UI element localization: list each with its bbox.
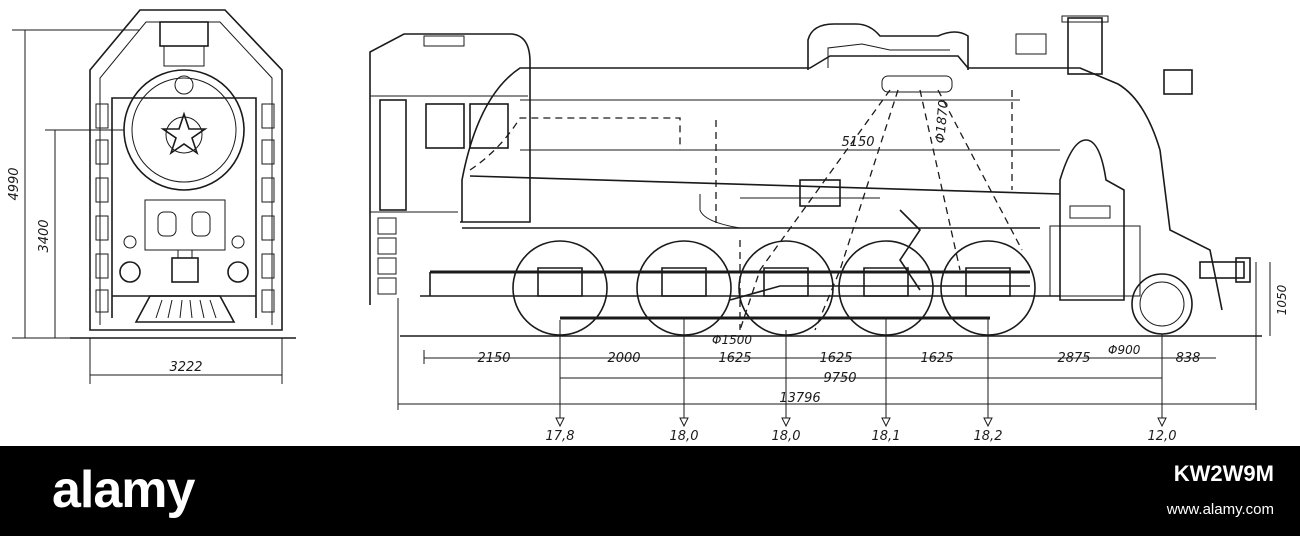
front-headlamp-right: [227, 261, 249, 283]
side-view: 5150 Φ1870 Φ1500 Φ900 1050 2150 2000 162…: [369, 15, 1289, 444]
axle-load-2: 18,0: [670, 429, 699, 444]
front-view: 4990 3400 3222: [7, 9, 296, 384]
locomotive-drawing: 4990 3400 3222: [7, 9, 1289, 444]
front-dim-width: 3222: [169, 360, 202, 375]
dim-span-1: 2150: [477, 351, 510, 366]
watermark-image-id: KW2W9M: [1173, 461, 1274, 486]
axle-load-6: 12,0: [1148, 429, 1177, 444]
dim-span-7: 838: [1176, 351, 1201, 366]
cab-window-1: [425, 103, 465, 149]
watermark-site: www.alamy.com: [1166, 501, 1274, 518]
boiler-casing: [461, 55, 1161, 229]
dim-length-total: 13796: [779, 391, 820, 406]
watermark-logo: alamy: [52, 461, 195, 519]
dim-coupled-wheel-diameter: Φ1500: [712, 333, 752, 347]
dim-span-6: 2875: [1057, 351, 1090, 366]
front-lower-equipment: [112, 199, 256, 323]
steam-dome: [807, 23, 969, 93]
trailing-truck: [1131, 257, 1251, 335]
front-body-outline: [89, 9, 283, 331]
cab-window-2: [469, 103, 509, 149]
dim-dome-length: 5150: [841, 135, 874, 150]
dim-span-4: 1625: [819, 351, 852, 366]
dim-span-2: 2000: [607, 351, 640, 366]
dim-wheelbase-total: 9750: [823, 371, 856, 386]
watermark-banner: alamy KW2W9M www.alamy.com: [0, 446, 1300, 536]
dim-span-5: 1625: [920, 351, 953, 366]
dim-span-3: 1625: [718, 351, 751, 366]
star-emblem: [160, 111, 208, 156]
cab: [369, 33, 531, 305]
dashed-centre-lines: [469, 89, 1023, 331]
cylinder-block: [1049, 139, 1141, 301]
dim-trailing-wheel-diameter: Φ900: [1108, 343, 1141, 357]
smokebox-door: [123, 69, 245, 191]
front-dimension-lines: [12, 29, 283, 384]
dim-trailing-axle-height: 1050: [1275, 284, 1289, 315]
front-pilot: [134, 295, 236, 323]
front-coupler: [171, 257, 199, 283]
axle-load-1: 17,8: [546, 429, 575, 444]
axle-load-arrows: [555, 318, 1167, 428]
dim-dome-diameter: Φ1870: [933, 99, 952, 143]
side-dimension-lines: [397, 197, 1271, 410]
brake-rigging: [560, 179, 1030, 320]
coupled-wheel-3: [738, 240, 834, 336]
chimney-and-smokebox: [1015, 15, 1223, 311]
axle-load-3: 18,0: [772, 429, 801, 444]
front-side-windows: [95, 103, 275, 313]
front-headlamp-left: [119, 261, 141, 283]
front-dim-height-total: 4990: [7, 167, 22, 200]
axle-load-4: 18,1: [872, 429, 901, 444]
axle-load-5: 18,2: [974, 429, 1003, 444]
trailing-wheel: [1131, 273, 1193, 335]
front-dim-height-axis: 3400: [37, 219, 52, 252]
